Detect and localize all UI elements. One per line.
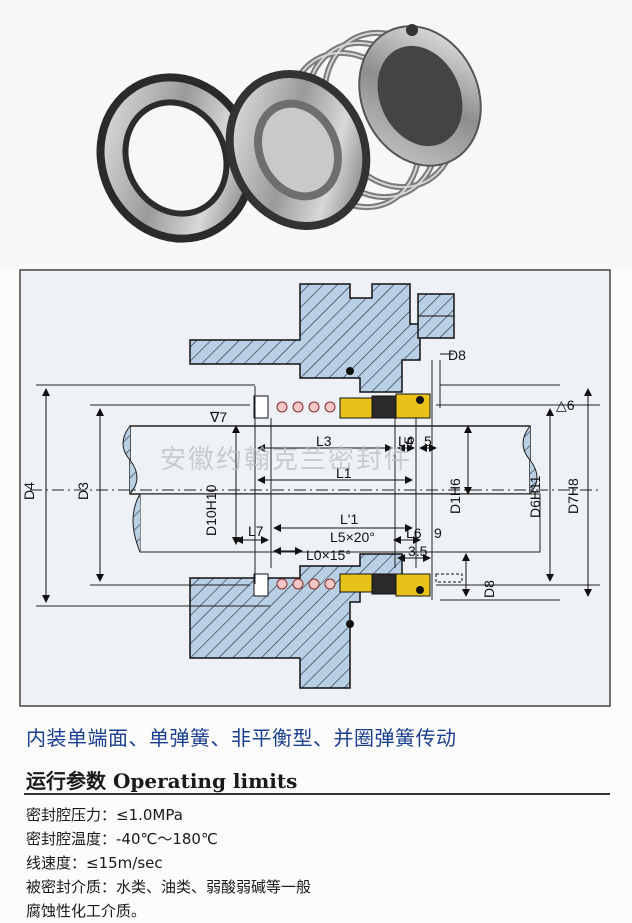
- dim-l7: L7: [248, 523, 264, 539]
- mechanical-seal-photo: [96, 24, 482, 243]
- param-media-cont: 腐蚀性化工介质。: [26, 902, 147, 920]
- dim-d6h11: D6H11: [527, 475, 543, 518]
- dim-d3: D3: [75, 482, 91, 500]
- dim-d10h10: D10H10: [203, 484, 219, 536]
- section-divider: [24, 793, 610, 795]
- param-media: 被密封介质：水类、油类、弱酸弱碱等一般: [26, 878, 312, 896]
- dim-l1-prime: L'1: [340, 511, 358, 527]
- param-temperature: 密封腔温度：-40℃～180℃: [26, 830, 218, 848]
- dim-nine: 9: [434, 525, 442, 541]
- dim-l1: L1: [336, 465, 352, 481]
- dim-five-vert: 5: [401, 436, 417, 444]
- section-title: 运行参数 Operating limits: [26, 769, 298, 793]
- seal-type-caption: 内装单端面、单弹簧、非平衡型、并圈弹簧传动: [26, 726, 457, 750]
- dim-d8-bottom: D8: [481, 580, 497, 598]
- tolerance-6: △6: [556, 397, 575, 413]
- param-speed: 线速度：≤15m/sec: [26, 854, 163, 872]
- operating-params-list: 密封腔压力：≤1.0MPa 密封腔温度：-40℃～180℃ 线速度：≤15m/s…: [26, 803, 311, 923]
- dim-five-top: 5: [424, 433, 432, 449]
- param-pressure: 密封腔压力：≤1.0MPa: [26, 806, 183, 824]
- product-photo: [0, 0, 632, 270]
- dim-l5: L5×20°: [330, 529, 375, 545]
- dim-d1h6: D1H6: [447, 478, 463, 514]
- dim-l6: L6: [406, 525, 422, 541]
- dim-l3: L3: [316, 433, 332, 449]
- dim-d8-top: D8: [448, 347, 466, 363]
- dim-l0: L0×15°: [306, 547, 351, 563]
- dim-l4: L4: [398, 433, 414, 449]
- cross-section-diagram: 安徽约翰克兰密封件 D4 D3 D10H10 D1H6 D6H11 D7H8 D…: [19, 269, 611, 707]
- seal-assembly-drawing: 安徽约翰克兰密封件 D4 D3 D10H10 D1H6 D6H11 D7H8 D…: [0, 268, 632, 708]
- dim-d7h8: D7H8: [565, 478, 581, 514]
- dim-d4: D4: [21, 482, 37, 500]
- drawing-watermark: 安徽约翰克兰密封件: [160, 445, 412, 475]
- dim-three-five: 3.5: [408, 543, 428, 559]
- housing-top: [189, 283, 421, 393]
- tolerance-7: ∇7: [209, 409, 227, 425]
